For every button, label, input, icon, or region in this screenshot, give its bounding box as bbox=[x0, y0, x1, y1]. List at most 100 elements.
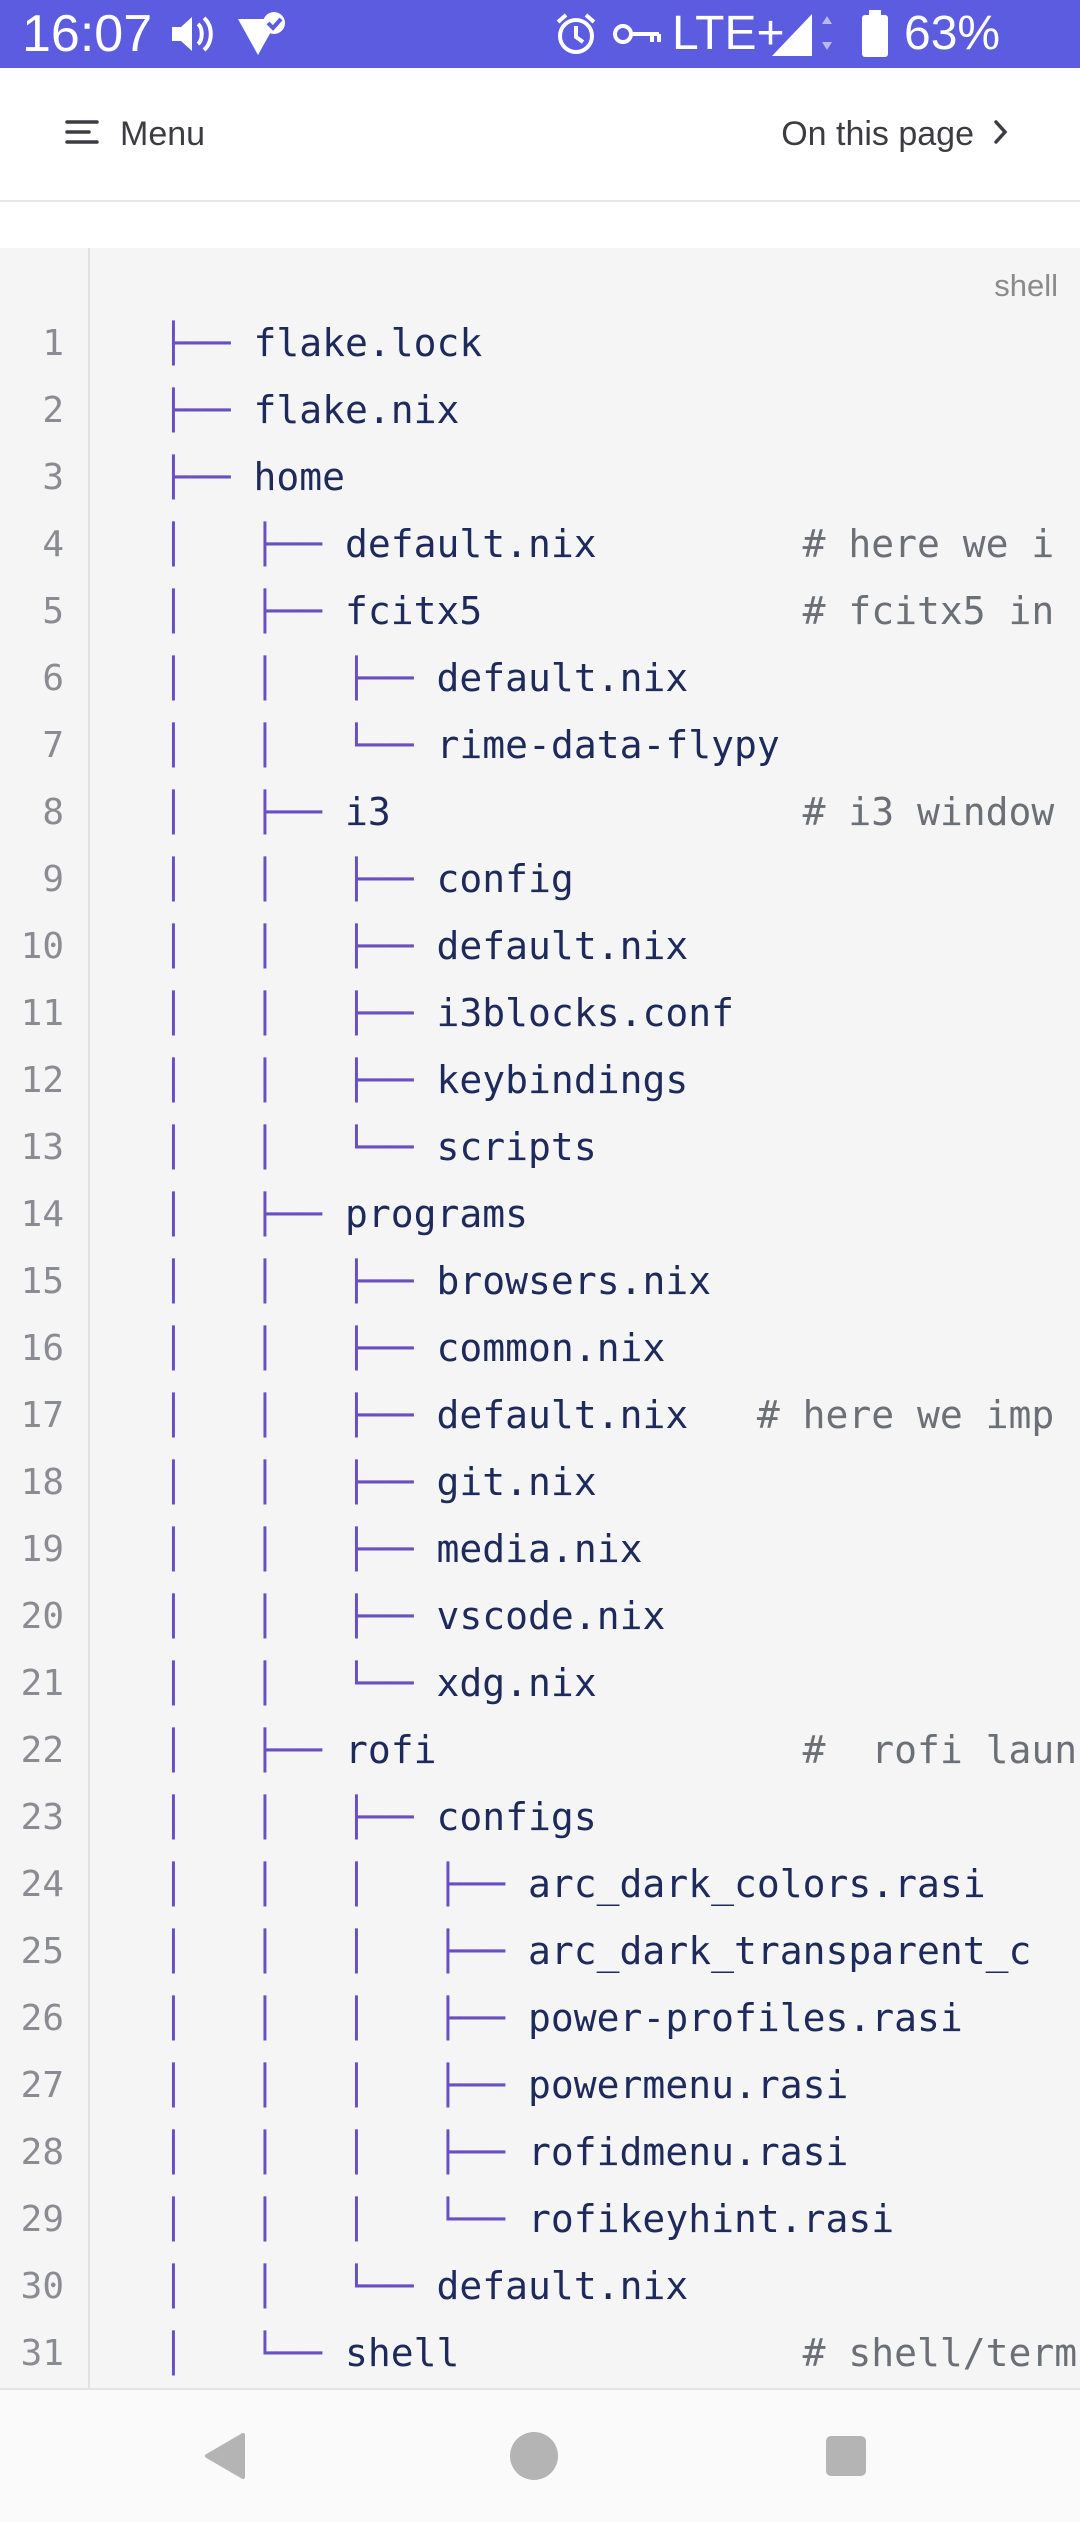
tree-branch: │ ├── bbox=[162, 589, 346, 633]
code-text: │ │ │ ├── arc_dark_colors.rasi bbox=[162, 1851, 986, 1918]
code-text: │ │ ├── media.nix bbox=[162, 1516, 642, 1583]
line-number: 20 bbox=[20, 1596, 64, 1637]
tree-branch: │ │ ├── bbox=[162, 857, 437, 901]
code-text: │ │ ├── default.nix # here we imp bbox=[162, 1382, 1054, 1449]
code-text: │ │ └── default.nix bbox=[162, 2253, 688, 2320]
tree-branch: │ │ │ ├── bbox=[162, 2130, 529, 2174]
tree-branch: │ │ └── bbox=[162, 723, 437, 767]
code-line: 27│ │ │ ├── powermenu.rasi bbox=[0, 2052, 1080, 2119]
line-number: 31 bbox=[20, 2333, 64, 2374]
code-text: │ │ ├── default.nix bbox=[162, 645, 688, 712]
code-text: ├── home bbox=[162, 444, 345, 511]
code-text: │ │ └── scripts bbox=[162, 1114, 597, 1181]
tree-branch: │ ├── bbox=[162, 1192, 346, 1236]
menu-label: Menu bbox=[120, 114, 206, 153]
code-language-label: shell bbox=[994, 268, 1058, 303]
code-line: 13 │ │ └── scripts bbox=[0, 1114, 1080, 1181]
line-number: 26 bbox=[20, 1998, 64, 2039]
tree-branch: │ │ │ ├── bbox=[162, 1862, 529, 1906]
code-line: 21│ │ └── xdg.nix bbox=[0, 1650, 1080, 1717]
code-line: 30 │ │ └── default.nix bbox=[0, 2253, 1080, 2320]
tree-branch: ├── bbox=[162, 388, 254, 432]
code-text: │ │ │ ├── rofidmenu.rasi bbox=[162, 2119, 848, 2186]
tree-branch: │ │ ├── bbox=[162, 1594, 437, 1638]
code-line: 9 │ │ ├── config bbox=[0, 846, 1080, 913]
code-text: │ ├── rofi # rofi launc bbox=[162, 1717, 1080, 1784]
line-number: 15 bbox=[20, 1261, 64, 1302]
menu-button[interactable]: Menu bbox=[64, 106, 205, 162]
code-text: │ │ ├── git.nix bbox=[162, 1449, 597, 1516]
code-line: 28│ │ │ ├── rofidmenu.rasi bbox=[0, 2119, 1080, 2186]
home-icon[interactable] bbox=[504, 2426, 564, 2486]
code-line: 7│ │ └── rime-data-flypy bbox=[0, 712, 1080, 779]
code-text: ├── flake.lock bbox=[162, 310, 482, 377]
line-number: 11 bbox=[20, 993, 64, 1034]
tree-branch: │ │ ├── bbox=[162, 1460, 437, 1504]
tree-branch: ├── bbox=[162, 321, 254, 365]
tree-branch: │ │ ├── bbox=[162, 924, 437, 968]
recents-icon[interactable] bbox=[816, 2426, 876, 2486]
code-text: │ │ └── xdg.nix bbox=[162, 1650, 597, 1717]
file-name: flake.lock bbox=[253, 321, 483, 365]
line-number: 30 bbox=[20, 2266, 64, 2307]
line-number: 6 bbox=[42, 658, 64, 699]
file-name: config bbox=[436, 857, 574, 901]
tree-branch: │ ├── bbox=[162, 522, 346, 566]
line-number: 13 bbox=[20, 1127, 64, 1168]
code-text: │ │ ├── common.nix bbox=[162, 1315, 665, 1382]
signal-check-icon bbox=[236, 8, 286, 60]
battery-percent: 63% bbox=[904, 7, 1001, 60]
tree-branch: │ │ ├── bbox=[162, 1058, 437, 1102]
code-text: │ │ ├── config bbox=[162, 846, 574, 913]
code-line: 5 │ ├── fcitx5 # fcitx5 in bbox=[0, 578, 1080, 645]
file-name: rofidmenu.rasi bbox=[528, 2130, 849, 2174]
code-text: │ │ │ ├── power-profiles.rasi bbox=[162, 1985, 963, 2052]
tree-branch: │ ├── bbox=[162, 790, 346, 834]
code-line: 3 ├── home bbox=[0, 444, 1080, 511]
line-number: 8 bbox=[42, 792, 64, 833]
line-number: 5 bbox=[42, 591, 64, 632]
file-name: rofi bbox=[345, 1728, 437, 1772]
file-name: flake.nix bbox=[253, 388, 460, 432]
tree-branch: │ ├── bbox=[162, 1728, 346, 1772]
tree-branch: │ │ │ ├── bbox=[162, 2063, 529, 2107]
code-line: 14│ ├── programs bbox=[0, 1181, 1080, 1248]
menu-icon bbox=[64, 117, 100, 152]
on-this-page-button[interactable]: On this page bbox=[781, 106, 1010, 162]
code-line: 23│ │ ├── configs bbox=[0, 1784, 1080, 1851]
network-type: LTE+ bbox=[672, 7, 785, 60]
tree-branch: ├── bbox=[162, 455, 254, 499]
file-name: i3blocks.conf bbox=[436, 991, 734, 1035]
line-number: 12 bbox=[20, 1060, 64, 1101]
code-text: │ │ │ └── rofikeyhint.rasi bbox=[162, 2186, 894, 2253]
chevron-right-icon bbox=[992, 118, 1010, 151]
code-line: 19 │ │ ├── media.nix bbox=[0, 1516, 1080, 1583]
back-icon[interactable] bbox=[194, 2426, 254, 2486]
tree-branch: │ │ └── bbox=[162, 1661, 437, 1705]
code-text: │ ├── fcitx5 # fcitx5 in bbox=[162, 578, 1054, 645]
code-comment: # i3 window bbox=[390, 790, 1055, 834]
file-name: rime-data-flypy bbox=[436, 723, 780, 767]
line-number: 18 bbox=[20, 1462, 64, 1503]
tree-branch: │ │ │ └── bbox=[162, 2197, 529, 2241]
code-line: 2├── flake.nix bbox=[0, 377, 1080, 444]
vpn-key-icon bbox=[612, 8, 662, 60]
line-number: 1 bbox=[42, 323, 64, 364]
line-number: 3 bbox=[42, 457, 64, 498]
line-number: 19 bbox=[20, 1529, 64, 1570]
file-name: default.nix bbox=[436, 1393, 689, 1437]
code-line: 25│ │ │ ├── arc_dark_transparent_c bbox=[0, 1918, 1080, 1985]
code-line: 12│ │ ├── keybindings bbox=[0, 1047, 1080, 1114]
line-number: 9 bbox=[42, 859, 64, 900]
system-nav-bar bbox=[0, 2388, 1080, 2522]
tree-branch: │ └── bbox=[162, 2331, 346, 2375]
docs-header: Menu On this page bbox=[0, 68, 1080, 202]
file-name: shell bbox=[345, 2331, 460, 2375]
tree-branch: │ │ ├── bbox=[162, 1795, 437, 1839]
code-text: │ ├── i3 # i3 window bbox=[162, 779, 1054, 846]
line-number: 17 bbox=[20, 1395, 64, 1436]
on-this-page-label: On this page bbox=[781, 114, 974, 153]
code-line: 4│ ├── default.nix # here we i bbox=[0, 511, 1080, 578]
code-line: 6 │ │ ├── default.nix bbox=[0, 645, 1080, 712]
